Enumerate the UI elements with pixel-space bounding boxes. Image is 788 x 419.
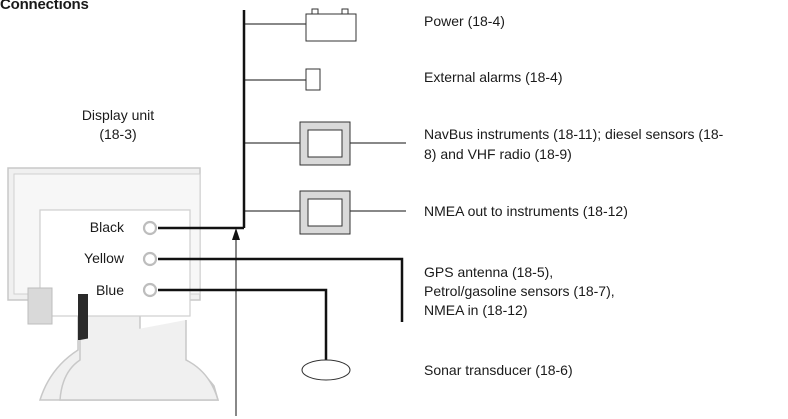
pointer-arrowhead bbox=[232, 228, 240, 240]
blue-wire-label: Blue bbox=[95, 282, 124, 298]
display-unit-bracket bbox=[27, 287, 53, 325]
navbus-label-line1: NavBus instruments (18-11); diesel senso… bbox=[424, 126, 724, 142]
nmea-out-instrument-icon bbox=[299, 190, 351, 235]
external-alarms-label: External alarms (18-4) bbox=[424, 69, 563, 85]
black-socket bbox=[142, 220, 158, 236]
diagram-title: Connections bbox=[0, 0, 89, 13]
power-icon bbox=[305, 8, 357, 42]
nmea-out-label: NMEA out to instruments (18-12) bbox=[424, 203, 628, 219]
power-label: Power (18-4) bbox=[424, 13, 505, 29]
bus-lines bbox=[158, 10, 406, 416]
yellow-socket bbox=[142, 251, 158, 267]
black-wire-label: Black bbox=[89, 219, 124, 235]
alarm-icon bbox=[305, 68, 321, 91]
yellow-wire bbox=[158, 257, 404, 322]
sonar-transducer-icon bbox=[301, 359, 351, 381]
display-unit-label: Display unit bbox=[81, 107, 155, 123]
display-unit-bracket-shadow bbox=[78, 294, 88, 340]
gps-label-line1: GPS antenna (18-5), bbox=[424, 264, 554, 280]
display-unit bbox=[7, 167, 222, 401]
yellow-wire-label: Yellow bbox=[84, 250, 124, 266]
navbus-instrument-icon bbox=[299, 121, 351, 166]
display-unit-stand bbox=[59, 320, 219, 401]
blue-socket bbox=[142, 282, 158, 298]
display-unit-ref: (18-3) bbox=[99, 126, 137, 142]
gps-label-line2: Petrol/gasoline sensors (18-7), bbox=[424, 283, 615, 299]
blue-wire bbox=[158, 288, 328, 368]
gps-label-line3: NMEA in (18-12) bbox=[424, 302, 528, 318]
sonar-label: Sonar transducer (18-6) bbox=[424, 362, 573, 378]
navbus-label-line2: 8) and VHF radio (18-9) bbox=[424, 146, 572, 162]
